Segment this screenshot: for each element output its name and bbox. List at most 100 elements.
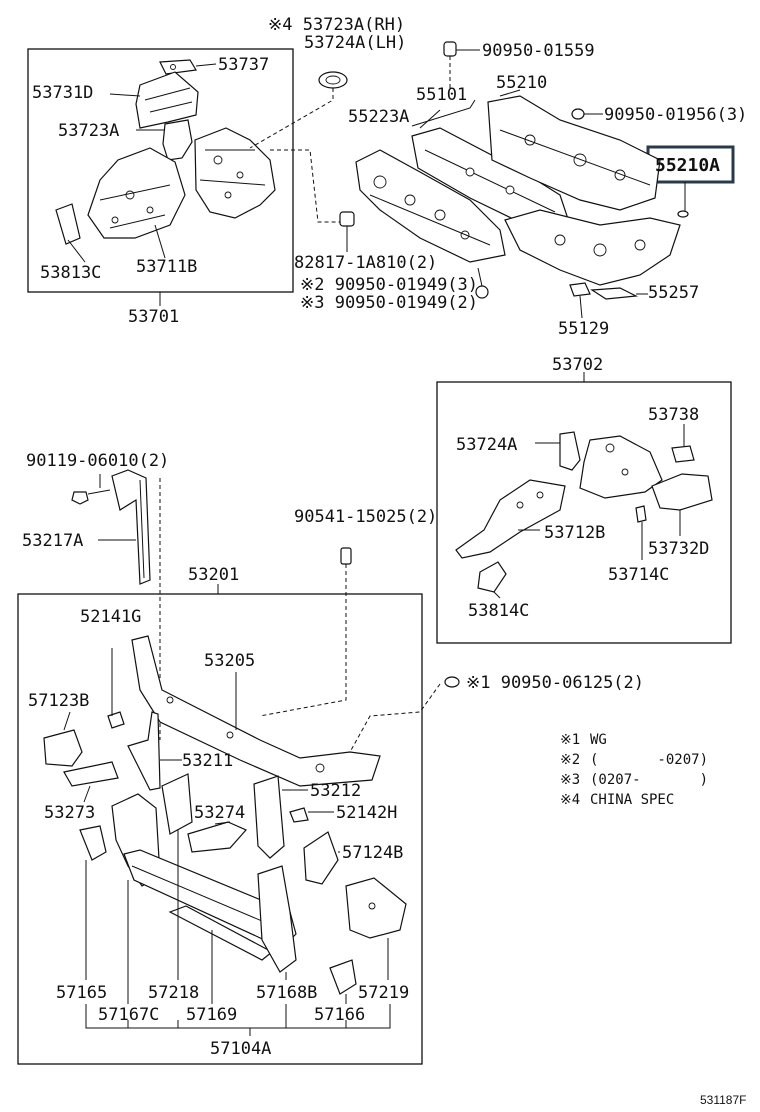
label-53714C: 53714C <box>608 565 669 585</box>
label-57169: 57169 <box>186 1005 237 1025</box>
label-57166: 57166 <box>314 1005 365 1025</box>
note-1-text: WG <box>590 732 607 748</box>
part-57219-drawing[interactable] <box>345 877 407 939</box>
part-upper-apron-drawing[interactable] <box>194 127 276 219</box>
part-53274-bracket-drawing[interactable] <box>161 773 193 835</box>
part-52142H-drawing[interactable] <box>289 807 309 823</box>
note-2-mark: ※2 <box>560 752 580 768</box>
label-55257: 55257 <box>648 283 699 303</box>
part-55129-drawing[interactable] <box>569 282 591 297</box>
part-55210A-drawing[interactable] <box>504 209 681 286</box>
note-2-text: ( -0207) <box>590 752 708 768</box>
label-90119: 90119-06010(2) <box>26 451 169 471</box>
part-90119-bolt[interactable] <box>71 491 89 505</box>
label-55210: 55210 <box>496 73 547 93</box>
label-53205: 53205 <box>204 651 255 671</box>
label-55210A[interactable]: 55210A <box>655 155 720 176</box>
label-57165: 57165 <box>56 983 107 1003</box>
note-3-mark: ※3 <box>560 772 580 788</box>
label-52142H: 52142H <box>336 803 397 823</box>
label-53724A-lh: 53724A(LH) <box>304 33 406 53</box>
label-57168B: 57168B <box>256 983 317 1003</box>
group-box-53201 <box>17 593 423 1065</box>
part-57165-drawing[interactable] <box>79 825 107 861</box>
label-53814C: 53814C <box>468 601 529 621</box>
label-53737: 53737 <box>218 55 269 75</box>
part-55257-drawing[interactable] <box>590 287 639 300</box>
part-53212-drawing[interactable] <box>253 775 285 859</box>
part-53274-drawing[interactable] <box>187 821 247 853</box>
label-55223A: 55223A <box>348 107 409 127</box>
note-4-text: CHINA SPEC <box>590 792 674 808</box>
label-57167C: 57167C <box>98 1005 159 1025</box>
part-53737-drawing[interactable] <box>159 59 197 75</box>
part-90950-01956-plug[interactable] <box>571 108 585 120</box>
part-53273-drawing[interactable] <box>63 761 119 787</box>
label-53711B: 53711B <box>136 257 197 277</box>
label-90950-06125: ※1 90950-06125(2) <box>466 673 644 693</box>
part-53711B-drawing[interactable] <box>87 147 186 239</box>
label-53723A-rh: ※4 53723A(RH) <box>268 15 405 35</box>
label-53731D: 53731D <box>32 83 93 103</box>
part-53723A-drawing[interactable] <box>162 119 193 161</box>
part-53217A-drawing[interactable] <box>111 469 151 585</box>
label-82817: 82817-1A810(2) <box>294 253 437 273</box>
part-55223A-drawing[interactable] <box>355 149 506 263</box>
label-53274: 53274 <box>194 803 245 823</box>
label-90950-01559: 90950-01559 <box>482 41 595 61</box>
part-53714C-drawing[interactable] <box>635 505 647 523</box>
label-53211: 53211 <box>182 751 233 771</box>
label-53201: 53201 <box>188 565 239 585</box>
part-57166-drawing[interactable] <box>329 959 357 995</box>
part-53205-drawing[interactable] <box>131 635 381 787</box>
label-53724A: 53724A <box>456 435 517 455</box>
part-53724A-drawing[interactable] <box>559 431 581 471</box>
label-53712B: 53712B <box>544 523 605 543</box>
label-53723A: 53723A <box>58 121 119 141</box>
label-90950-01949-b: ※3 90950-01949(2) <box>300 293 478 313</box>
part-57124B-drawing[interactable] <box>303 831 339 885</box>
part-52141G-drawing[interactable] <box>107 711 125 729</box>
part-53732D-drawing[interactable] <box>651 473 713 511</box>
label-53701: 53701 <box>128 307 179 327</box>
label-57218: 57218 <box>148 983 199 1003</box>
label-57124B: 57124B <box>342 843 403 863</box>
label-57219: 57219 <box>358 983 409 1003</box>
label-52141G: 52141G <box>80 607 141 627</box>
label-53273: 53273 <box>44 803 95 823</box>
note-4-mark: ※4 <box>560 792 580 808</box>
label-53813C: 53813C <box>40 263 101 283</box>
part-57168B-drawing[interactable] <box>257 865 297 973</box>
label-55129: 55129 <box>558 319 609 339</box>
part-53702-apron-drawing[interactable] <box>579 435 663 499</box>
part-55210-drawing[interactable] <box>487 95 661 211</box>
part-53738-drawing[interactable] <box>671 445 695 463</box>
part-53813C-drawing[interactable] <box>55 203 81 245</box>
note-3-text: (0207- ) <box>590 772 708 788</box>
part-53723A-rh-grommet[interactable] <box>318 71 348 89</box>
label-90950-01949-a: ※2 90950-01949(3) <box>300 275 478 295</box>
part-53211-drawing[interactable] <box>127 711 161 791</box>
part-90950-01559-plug[interactable] <box>443 41 457 57</box>
label-90950-01956: 90950-01956(3) <box>604 105 747 125</box>
part-90541-bolt[interactable] <box>340 547 352 565</box>
part-53731D-drawing[interactable] <box>135 71 199 129</box>
part-53814C-drawing[interactable] <box>477 561 507 593</box>
label-53702: 53702 <box>552 355 603 375</box>
label-53732D: 53732D <box>648 539 709 559</box>
label-57104A: 57104A <box>210 1039 271 1059</box>
note-1-mark: ※1 <box>560 732 580 748</box>
part-90950-06125-plug[interactable] <box>444 676 460 688</box>
label-55101: 55101 <box>416 85 467 105</box>
label-90541: 90541-15025(2) <box>294 507 437 527</box>
drawing-number: 531187F <box>700 1093 746 1107</box>
label-57123B: 57123B <box>28 691 89 711</box>
part-57123B-drawing[interactable] <box>43 729 83 767</box>
notes-legend: ※1 WG ※2 ( -0207) ※3 (0207- ) ※4 CHINA S… <box>560 732 708 808</box>
part-53712B-drawing[interactable] <box>455 479 566 559</box>
label-53738: 53738 <box>648 405 699 425</box>
label-53217A: 53217A <box>22 531 83 551</box>
label-53212: 53212 <box>310 781 361 801</box>
part-82817-clip[interactable] <box>339 211 355 227</box>
